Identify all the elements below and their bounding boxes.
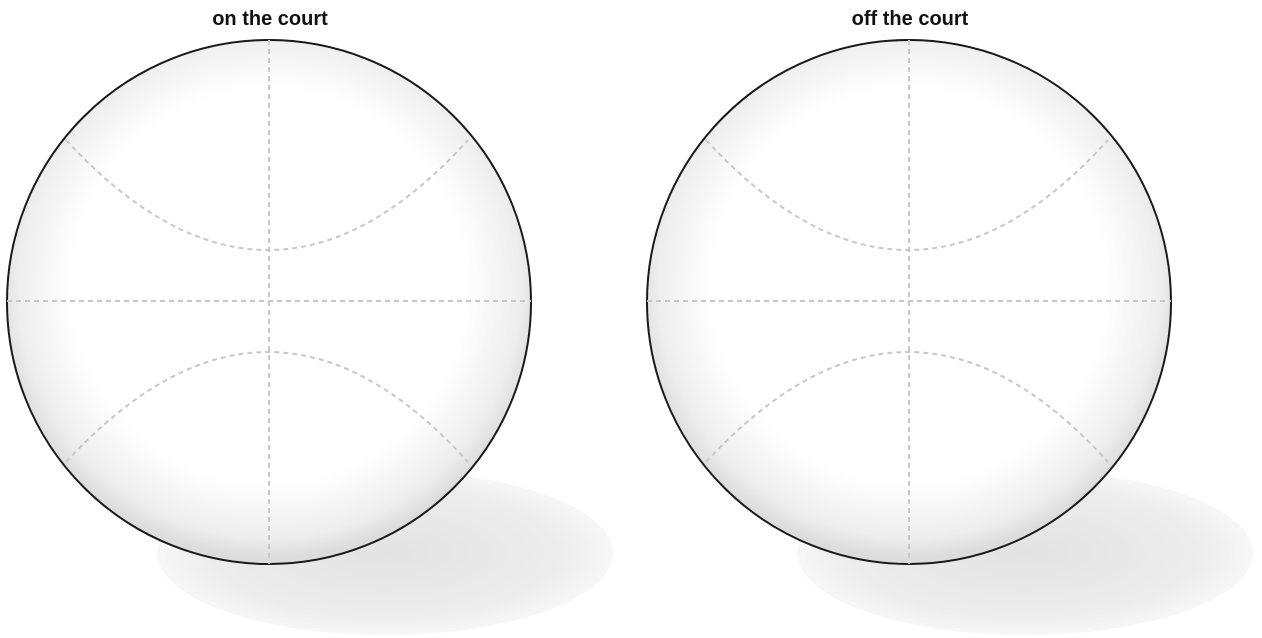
diagram-title: off the court xyxy=(640,7,1180,31)
basketball-diagram-off-court: off the court xyxy=(640,0,1262,638)
basketball-graphic xyxy=(640,0,1262,638)
basketball-diagram-on-court: on the court xyxy=(0,0,631,638)
diagram-title: on the court xyxy=(0,7,540,31)
basketball-graphic xyxy=(0,0,631,638)
